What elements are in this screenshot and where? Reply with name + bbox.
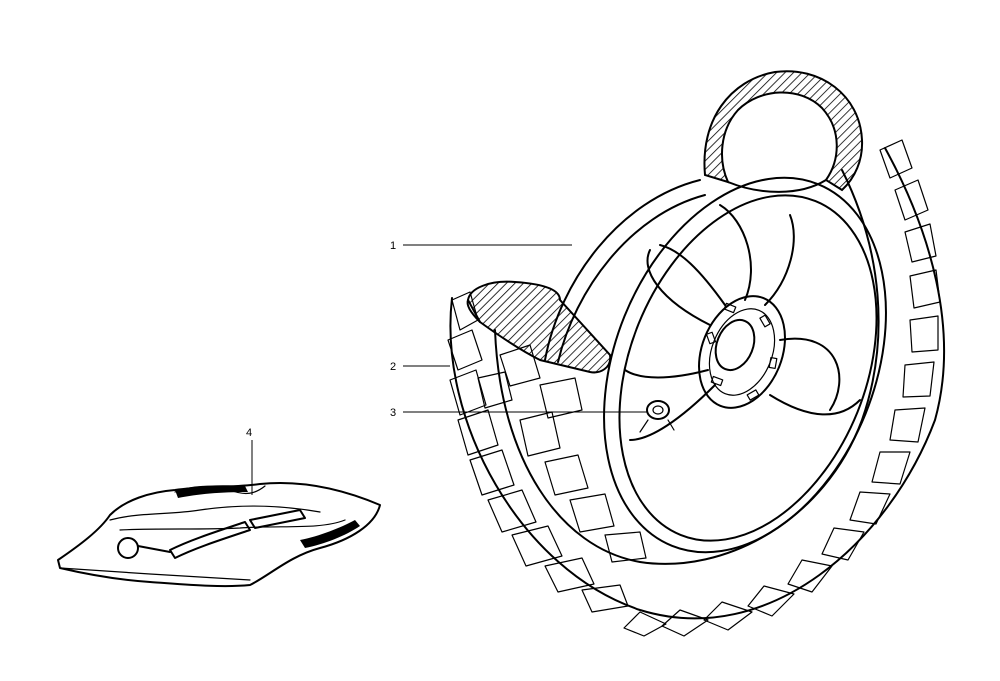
callout-4: 4 xyxy=(246,427,252,439)
tire xyxy=(447,70,945,637)
leader-lines xyxy=(251,244,648,495)
callout-1: 1 xyxy=(390,240,396,252)
callout-2: 2 xyxy=(390,361,396,373)
valve xyxy=(639,400,675,433)
wheel-rim xyxy=(544,176,887,554)
tool-kit-bag xyxy=(57,481,381,588)
callout-3: 3 xyxy=(390,407,396,419)
